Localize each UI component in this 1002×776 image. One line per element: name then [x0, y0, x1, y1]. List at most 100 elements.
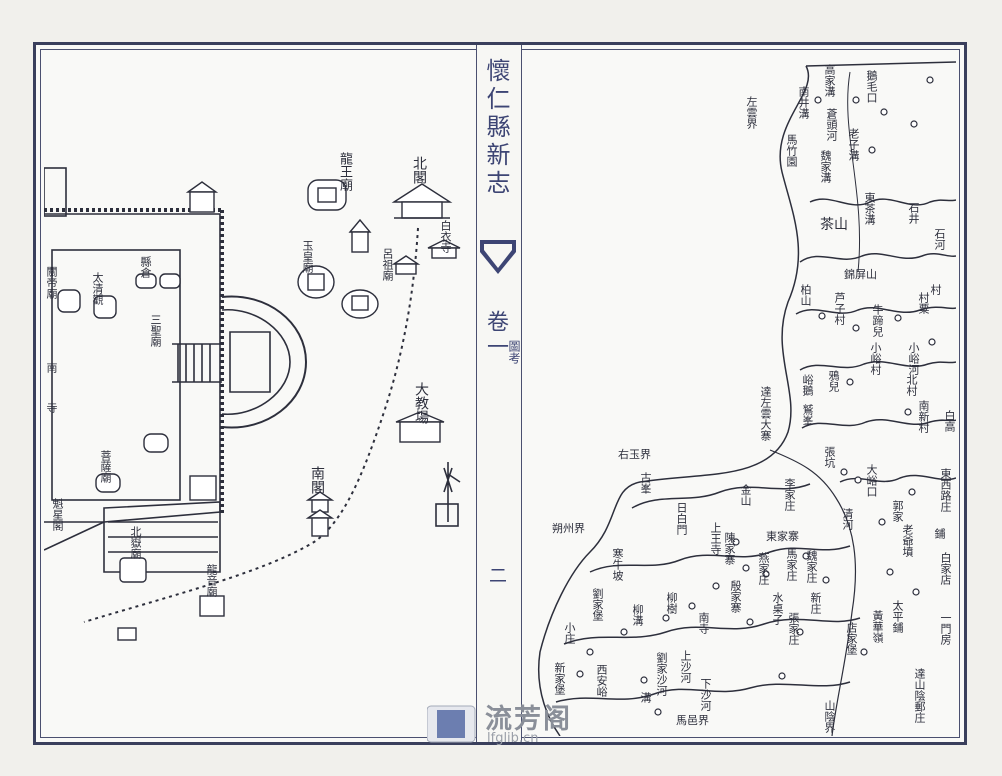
kuixing-pavilion-label: 魁星閣 [51, 498, 64, 531]
place-label: 下沙河 [699, 678, 712, 711]
place-label: 清河 [841, 508, 854, 530]
place-label: 村 [929, 284, 942, 295]
place-label: 太平鋪 [891, 600, 904, 633]
watermark-logo [427, 705, 476, 743]
place-label: 陳家寨 [723, 532, 736, 565]
place-label: 東茶溝 [863, 192, 876, 225]
place-label: 上沙河 [679, 650, 692, 683]
place-label: 鋪 [933, 528, 946, 539]
place-label: 鵝毛口 [865, 70, 878, 103]
lvzu-temple-label: 呂祖廟 [381, 248, 394, 281]
place-label: 白高 [943, 410, 956, 432]
place-label: 東西路庄 [939, 468, 952, 512]
place-label: 朔州界 [552, 522, 585, 535]
parade-ground-label: 大教場 [413, 382, 429, 424]
place-label: 郭家 [891, 500, 904, 522]
place-label: 魏家庄 [805, 550, 818, 583]
place-label: 大峪口 [865, 464, 878, 497]
place-label: 黃華嶺 [871, 610, 884, 643]
place-label: 達山陰郵庄 [913, 668, 926, 723]
place-label: 新家堡 [553, 662, 566, 695]
place-label: 張家庄 [787, 612, 800, 645]
guandi-temple-label: 關帝廟 [45, 266, 58, 299]
place-label: 高家溝 [823, 64, 836, 97]
place-label: 上王寺 [709, 522, 722, 555]
place-label: 一門房 [939, 612, 952, 645]
county-map-page: 左雲界 南井溝 馬竹園 高家溝 鵝毛口 老子溝 蒼頭河 魏家溝 東茶溝 茶山 石… [520, 52, 956, 736]
place-label: 茶山 [820, 217, 848, 233]
volume-label: 卷一 [483, 310, 508, 360]
place-label: 馬邑界 [676, 714, 709, 727]
place-label: 白家店 [939, 552, 952, 585]
book-title: 懷仁縣新志 [482, 58, 510, 198]
place-label: 右玉界 [618, 448, 651, 461]
left-edge-char1: 南 [45, 362, 58, 373]
place-label: 牛蹄兒 [871, 304, 884, 337]
place-label: 燕家庄 [757, 552, 770, 585]
place-label: 柏山 [799, 284, 812, 306]
place-label: 石河 [933, 228, 946, 250]
place-label: 芦子村 [833, 292, 846, 325]
north-yue-temple-label: 北嶽廟 [129, 526, 142, 559]
place-label: 鴉兒 [827, 370, 840, 392]
center-gutter [476, 45, 522, 742]
place-label: 村粟 [917, 292, 930, 314]
baiyi-temple-label: 白衣寺 [439, 220, 452, 253]
place-label: 石井 [907, 202, 920, 224]
place-label: 日白門 [675, 502, 688, 535]
dragon-king-temple-label: 龍王廟 [337, 152, 352, 191]
place-label: 南寺 [697, 612, 710, 634]
fishtail-mark [480, 240, 516, 274]
city-map-page: 北閣 龍王廟 白衣寺 玉皇廟 呂祖廟 大教場 南閣 縣倉 太清觀 關帝廟 三聖廟… [44, 52, 476, 736]
place-label: 寒牛坡 [611, 548, 624, 581]
place-label: 南新村 [917, 400, 930, 433]
place-label: 溝 [639, 692, 652, 703]
watermark-url: lfglib.cn [487, 731, 539, 746]
place-label: 東家寨 [766, 530, 799, 543]
place-label: 左雲界 [745, 96, 758, 129]
north-gate-label: 北閣 [411, 156, 427, 184]
place-label: 峪鵝 [801, 374, 814, 396]
place-label: 山陰界 [823, 700, 836, 733]
place-label: 馬竹園 [785, 134, 798, 167]
taiqing-temple-label: 太清觀 [91, 272, 104, 305]
place-label: 西安峪 [595, 664, 608, 697]
yuhuang-temple-label: 玉皇廟 [301, 240, 314, 273]
place-label: 柳樹 [665, 592, 678, 614]
place-label: 鷲峯 [801, 404, 814, 426]
longyin-temple-label: 龍音廟 [205, 564, 218, 597]
page-number: 二 [486, 566, 507, 584]
place-label: 張坑 [823, 446, 836, 468]
place-label: 馬家庄 [785, 548, 798, 581]
place-label: 金山 [739, 484, 752, 506]
county-map-drawing [538, 61, 956, 736]
place-label: 柳溝 [631, 604, 644, 626]
left-edge-char2: 寺 [45, 402, 58, 413]
place-label: 新庄 [809, 592, 822, 614]
city-map-drawing [44, 167, 461, 641]
county-granary-label: 縣倉 [139, 256, 152, 278]
pusa-temple-label: 菩薩廟 [99, 450, 112, 483]
place-label: 魏家溝 [819, 150, 832, 183]
place-label: 劉家沙河 [655, 652, 668, 696]
south-gate-label: 南閣 [309, 466, 325, 494]
place-label: 蒼頭河 [825, 108, 838, 141]
place-label: 錦屏山 [844, 268, 877, 281]
sansheng-temple-label: 三聖廟 [149, 314, 162, 347]
place-label: 李家庄 [783, 478, 796, 511]
place-label: 店家堡 [845, 622, 858, 655]
place-label: 小峪村 [869, 342, 882, 375]
place-label: 老子溝 [847, 128, 860, 161]
place-label: 殷家寨 [729, 580, 742, 613]
place-label: 達左雲大寨 [759, 386, 772, 441]
place-label: 劉家堡 [591, 588, 604, 621]
place-label: 小庄 [563, 622, 576, 644]
watermark-name: 流芳阁 [485, 704, 572, 735]
place-label: 水桌子 [771, 592, 784, 625]
place-label: 北村 [905, 374, 918, 396]
place-label: 小峪河 [907, 342, 920, 375]
place-label: 老爺墳 [901, 524, 914, 557]
place-label: 南井溝 [797, 86, 810, 119]
section-label: 圖考 [507, 340, 521, 364]
